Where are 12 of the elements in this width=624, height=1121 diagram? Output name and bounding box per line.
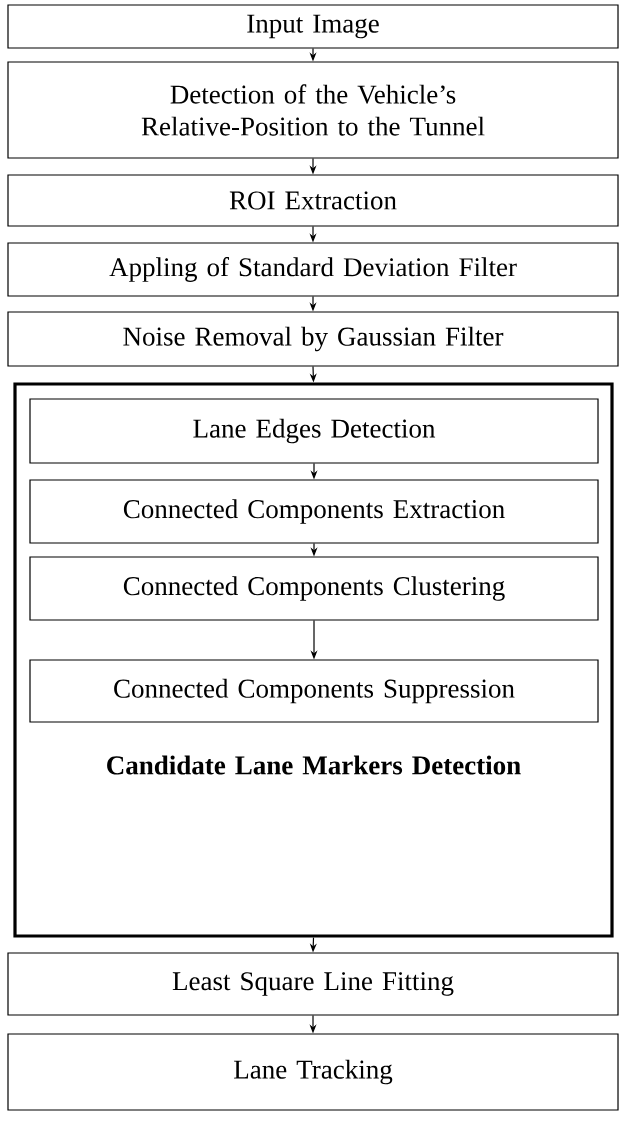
process-box: Least Square Line Fitting bbox=[7, 952, 619, 1016]
process-box: Connected Components Extraction bbox=[29, 479, 599, 544]
process-box: Noise Removal by Gaussian Filter bbox=[7, 311, 619, 367]
process-box: Connected Components Suppression bbox=[29, 659, 599, 723]
group-title: Candidate Lane Markers Detection bbox=[107, 755, 521, 775]
process-box: Detection of the Vehicle’s Relative-Position to the Tunnel bbox=[7, 61, 619, 159]
process-box: ROI Extraction bbox=[7, 174, 619, 227]
process-box: Appling of Standard Deviation Filter bbox=[7, 242, 619, 297]
process-box: Lane Tracking bbox=[7, 1033, 619, 1111]
process-box: Connected Components Clustering bbox=[29, 556, 599, 621]
process-box: Input Image bbox=[7, 4, 619, 49]
process-box: Lane Edges Detection bbox=[29, 398, 599, 464]
